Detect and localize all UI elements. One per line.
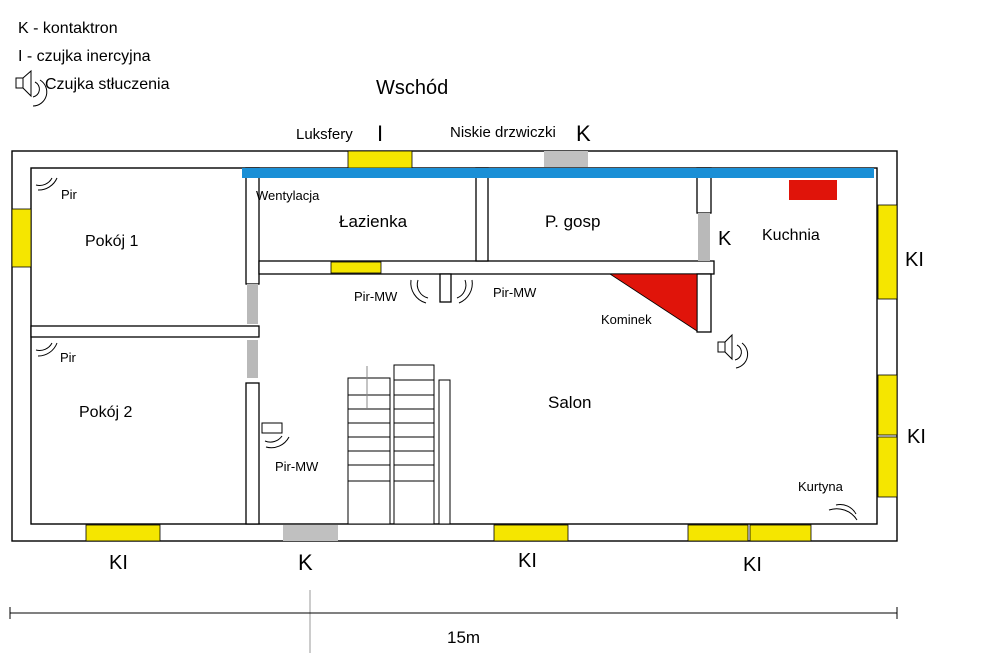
room-pokoj1: Pokój 1 xyxy=(85,233,138,250)
scale-length: 15m xyxy=(447,628,480,647)
marker-contact-bottom: K xyxy=(298,550,313,575)
room-pokoj2: Pokój 2 xyxy=(79,404,132,421)
door-left-lower xyxy=(247,340,258,378)
window-right-mid-2 xyxy=(877,436,898,498)
label-pir-pokoj1: Pir xyxy=(61,187,78,202)
label-pirmw-lower: Pir-MW xyxy=(275,459,319,474)
sensor-kurtyna-icon xyxy=(828,504,858,521)
room-kuchnia: Kuchnia xyxy=(762,227,820,244)
glassbreak-sensor-salon-icon xyxy=(717,333,749,369)
compass-east: Wschód xyxy=(376,77,448,99)
marker-kl-bottom-3: KI xyxy=(743,554,762,576)
ventilation-duct xyxy=(242,168,874,178)
window-luksfery xyxy=(347,150,413,169)
window-bottom-2 xyxy=(493,524,569,542)
window-left xyxy=(11,208,32,268)
sensor-pirmw-right-icon xyxy=(456,279,473,304)
marker-kl-bottom-1: KI xyxy=(109,552,128,574)
stairs xyxy=(347,364,451,525)
room-salon: Salon xyxy=(548,393,591,412)
outer-walls xyxy=(11,150,898,542)
marker-inertial: I xyxy=(377,121,383,146)
room-pgosp: P. gosp xyxy=(545,212,600,231)
kitchen-hob xyxy=(789,180,837,200)
legend-contact: K - kontaktron xyxy=(18,20,118,37)
label-pirmw-right: Pir-MW xyxy=(493,285,537,300)
label-niskie-drzwiczki: Niskie drzwiczki xyxy=(450,124,556,141)
window-bottom-1 xyxy=(85,524,161,542)
window-bottom-4 xyxy=(749,524,812,542)
sensor-pir-pokoj2-icon xyxy=(35,342,58,357)
marker-kl-bottom-2: KI xyxy=(518,550,537,572)
window-corridor xyxy=(330,261,382,274)
legend-glassbreak-icon xyxy=(15,69,48,107)
window-bottom-3 xyxy=(687,524,749,542)
window-right-top xyxy=(877,204,898,300)
scale-bar xyxy=(9,607,898,619)
door-niskie xyxy=(544,151,588,167)
marker-kl-right-mid: KI xyxy=(907,426,926,448)
fireplace xyxy=(608,273,698,332)
label-wentylacja: Wentylacja xyxy=(256,188,320,203)
sensor-pirmw-left-icon xyxy=(410,279,429,304)
label-pir-pokoj2: Pir xyxy=(60,350,77,365)
label-kurtyna: Kurtyna xyxy=(798,479,844,494)
doors xyxy=(247,151,710,541)
room-lazienka: Łazienka xyxy=(339,212,408,231)
label-luksfery: Luksfery xyxy=(296,126,353,143)
label-pirmw-left: Pir-MW xyxy=(354,289,398,304)
sensor-pirmw-lower-icon xyxy=(261,422,290,449)
windows xyxy=(11,150,898,542)
door-left-upper xyxy=(247,284,258,324)
marker-contact-top: K xyxy=(576,121,591,146)
marker-contact-kitchen: K xyxy=(718,228,732,250)
legend-inertial: I - czujka inercyjna xyxy=(18,48,151,65)
window-right-mid-1 xyxy=(877,374,898,436)
marker-kl-right-top: KI xyxy=(905,249,924,271)
sensor-pir-pokoj1-icon xyxy=(35,177,58,191)
door-main xyxy=(283,525,338,541)
door-kitchen xyxy=(698,213,710,261)
label-kominek: Kominek xyxy=(601,312,652,327)
legend-glassbreak: Czujka stłuczenia xyxy=(45,76,170,93)
